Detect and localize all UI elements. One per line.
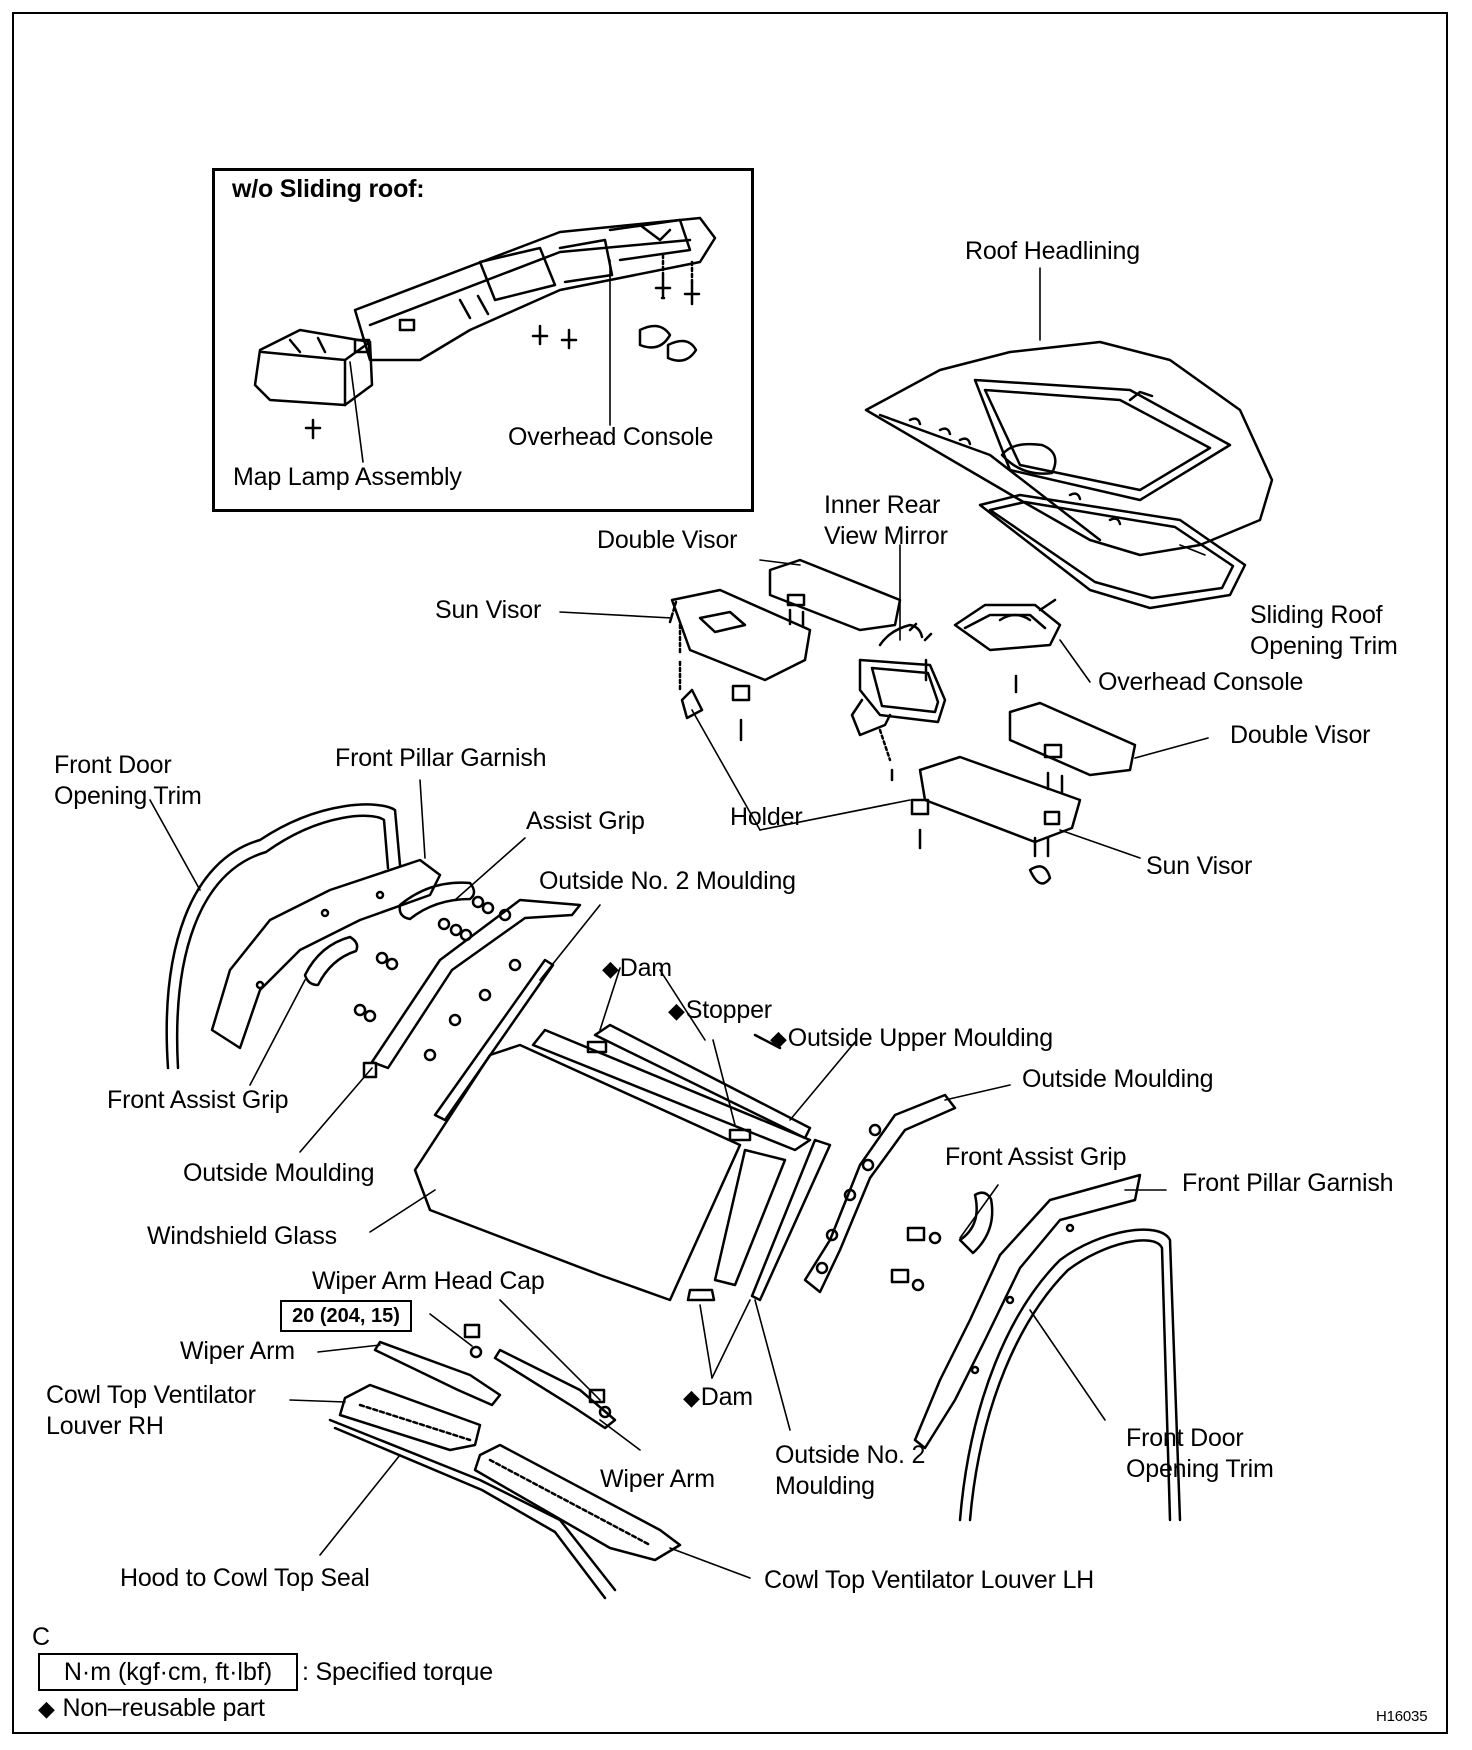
windshield-glass-shape: [413, 1023, 832, 1302]
legend-torque-units-box: N·m (kgf·cm, ft·lbf): [38, 1653, 298, 1691]
label-outside-no2-moulding-bottom-2: Moulding: [775, 1472, 875, 1500]
torque-spec-box: 20 (204, 15): [280, 1300, 412, 1332]
label-sliding-roof-trim-2: Opening Trim: [1250, 632, 1398, 660]
label-outside-upper-moulding: ◆Outside Upper Moulding: [770, 1023, 1053, 1054]
label-dam-top: ◆Dam: [602, 953, 672, 984]
label-holder: Holder: [730, 803, 803, 831]
label-outside-moulding-left: Outside Moulding: [183, 1159, 375, 1187]
visors-right: [910, 701, 1137, 885]
inset-map-lamp: [253, 328, 374, 407]
label-roof-headlining: Roof Headlining: [965, 237, 1140, 265]
label-front-door-trim-right-2: Opening Trim: [1126, 1455, 1274, 1483]
label-cowl-louver-rh-1: Cowl Top Ventilator: [46, 1381, 256, 1409]
label-front-pillar-garnish-left: Front Pillar Garnish: [335, 744, 547, 772]
label-sun-visor-top: Sun Visor: [435, 596, 542, 624]
label-inner-rear-view-mirror-1: Inner Rear: [824, 491, 941, 519]
outside-moulding-right: [803, 1093, 957, 1294]
label-sliding-roof-trim-1: Sliding Roof: [1250, 601, 1383, 629]
roof-headlining-shape: [864, 340, 1274, 557]
label-cowl-louver-lh: Cowl Top Ventilator Louver LH: [764, 1566, 1095, 1594]
front-assist-grip-right: [890, 1191, 994, 1292]
cowl-louvers: [328, 1383, 682, 1600]
overhead-console-main: [953, 598, 1062, 694]
figure-id: H16035: [1376, 1708, 1428, 1725]
inner-rear-view-mirror: [850, 622, 947, 782]
label-front-door-trim-left-2: Opening Trim: [54, 782, 202, 810]
label-overhead-console: Overhead Console: [1098, 668, 1304, 696]
legend-nonreusable: ◆ Non–reusable part: [38, 1693, 265, 1724]
label-stopper: ◆Stopper: [668, 995, 772, 1026]
front-pillar-garnish-right: [913, 1173, 1142, 1450]
label-front-assist-grip-right: Front Assist Grip: [945, 1143, 1127, 1171]
label-outside-moulding-right: Outside Moulding: [1022, 1065, 1214, 1093]
legend-torque-description: : Specified torque: [302, 1658, 493, 1686]
label-dam-bottom: ◆Dam: [683, 1382, 753, 1413]
inset-overhead-console: [353, 216, 717, 362]
label-assist-grip: Assist Grip: [526, 807, 645, 835]
front-door-opening-trim-right: [958, 1228, 1182, 1522]
label-outside-no2-moulding-bottom-1: Outside No. 2: [775, 1441, 926, 1469]
front-door-opening-trim-left: [165, 803, 402, 1070]
label-front-door-trim-left-1: Front Door: [54, 751, 172, 779]
inset-leaders: [349, 259, 611, 463]
nonreusable-diamond: ◆: [668, 998, 685, 1023]
front-pillar-garnish-left: [210, 858, 442, 1050]
inset-screws: [304, 253, 701, 440]
nonreusable-diamond: ◆: [770, 1026, 787, 1051]
legend-nonreusable-text: Non–reusable part: [62, 1694, 265, 1722]
sun-visor-upper: [668, 588, 812, 742]
outside-no2-moulding-left: [362, 898, 582, 1122]
diagram-border: [12, 12, 1448, 1734]
label-front-assist-grip-left: Front Assist Grip: [107, 1086, 289, 1114]
sliding-roof-trim-shape: [978, 493, 1247, 610]
label-dam-bottom-text: Dam: [700, 1383, 753, 1411]
label-wiper-arm-bottom: Wiper Arm: [600, 1465, 715, 1493]
label-hood-to-cowl-seal: Hood to Cowl Top Seal: [120, 1564, 370, 1592]
nonreusable-diamond: ◆: [602, 956, 619, 981]
assist-grips-left: [303, 881, 512, 1023]
label-front-pillar-garnish-right: Front Pillar Garnish: [1182, 1169, 1394, 1197]
label-wiper-arm-head-cap: Wiper Arm Head Cap: [312, 1267, 545, 1295]
inset-title: w/o Sliding roof:: [232, 175, 425, 203]
label-sun-visor-right: Sun Visor: [1146, 852, 1253, 880]
label-double-visor-top: Double Visor: [597, 526, 738, 554]
nonreusable-diamond: ◆: [38, 1696, 55, 1721]
inset-box: [212, 168, 754, 512]
label-windshield-glass: Windshield Glass: [147, 1222, 337, 1250]
legend-section-letter: C: [32, 1623, 50, 1651]
label-outside-no2-moulding-top: Outside No. 2 Moulding: [539, 867, 796, 895]
nonreusable-diamond: ◆: [683, 1385, 700, 1410]
label-dam-top-text: Dam: [619, 954, 672, 982]
label-stopper-text: Stopper: [685, 996, 772, 1024]
label-cowl-louver-rh-2: Louver RH: [46, 1412, 164, 1440]
leader-lines: [149, 267, 1209, 1579]
label-front-door-trim-right-1: Front Door: [1126, 1424, 1244, 1452]
wiper-arms: [373, 1323, 617, 1430]
double-visor-upper: [768, 558, 902, 632]
label-outside-upper-moulding-text: Outside Upper Moulding: [787, 1024, 1053, 1052]
label-wiper-arm-left: Wiper Arm: [180, 1337, 295, 1365]
inset-label-map-lamp: Map Lamp Assembly: [233, 463, 462, 491]
label-inner-rear-view-mirror-2: View Mirror: [824, 522, 948, 550]
inset-label-overhead-console: Overhead Console: [508, 423, 714, 451]
label-double-visor-right: Double Visor: [1230, 721, 1371, 749]
